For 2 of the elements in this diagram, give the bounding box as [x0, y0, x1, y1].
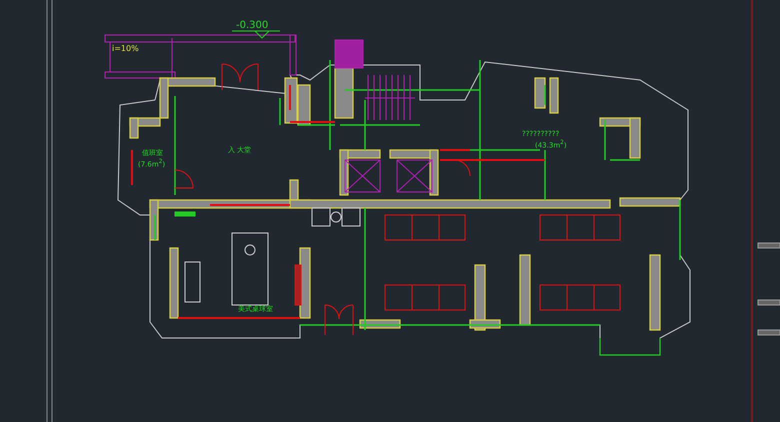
slope-label: i=10%	[112, 44, 139, 53]
elevation-label: -0.300	[236, 20, 268, 31]
